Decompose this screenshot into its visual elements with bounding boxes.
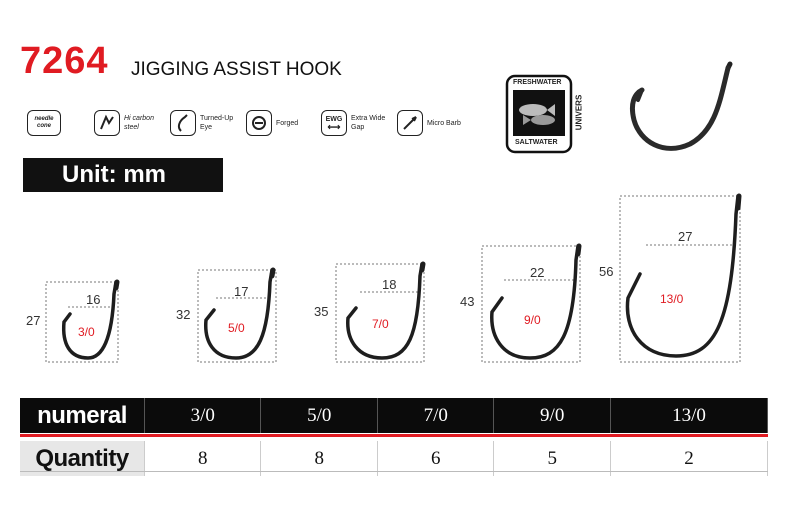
- hook-size-diagrams: [45, 193, 742, 363]
- feature-label: Micro Barb: [427, 119, 461, 127]
- hook-5-0-height: 32: [176, 307, 191, 322]
- badge-side-text: UNIVERS: [574, 94, 584, 131]
- hook-3-0-size: 3/0: [78, 325, 95, 339]
- hook-7-0-gap: 18: [382, 277, 397, 292]
- feature-micro-barb: Micro Barb: [397, 108, 461, 138]
- table-cell-numeral: 5/0: [260, 398, 378, 433]
- badge-top-text: FRESHWATER: [513, 79, 562, 86]
- product-hook-image: [620, 60, 740, 160]
- row-header-quantity: Quantity: [20, 441, 145, 476]
- hook-5-0-size: 5/0: [228, 321, 245, 335]
- unit-bar: [23, 158, 223, 192]
- table-cell-quantity: 5: [493, 441, 611, 476]
- badge-bottom-text: SALTWATER: [515, 139, 558, 146]
- hook-9-0-height: 43: [460, 294, 475, 309]
- needle-cone-badge: needle cone: [34, 116, 54, 129]
- hook-13-0-height: 56: [599, 264, 614, 279]
- feature-needle-cone: needle cone: [27, 108, 61, 138]
- product-model-number: 7264: [20, 40, 109, 82]
- feature-forged: Forged: [246, 108, 298, 138]
- table-row-numeral: numeral 3/0 5/0 7/0 9/0 13/0: [20, 398, 769, 433]
- table-cell-numeral: 7/0: [377, 398, 495, 433]
- extra-wide-gap-icon: EWG ⟷: [321, 110, 347, 136]
- water-type-badge: FRESHWATER SALTWATER UNIVERS: [505, 74, 585, 154]
- table-cell-quantity: 8: [260, 441, 378, 476]
- hook-13-0-gap: 27: [678, 229, 693, 244]
- needle-cone-icon: needle cone: [27, 110, 61, 136]
- table-cell-numeral: 3/0: [144, 398, 262, 433]
- size-quantity-table: numeral 3/0 5/0 7/0 9/0 13/0 Quantity 8 …: [20, 398, 769, 476]
- feature-turned-up-eye: Turned-Up Eye: [170, 108, 242, 138]
- table-cell-quantity: 2: [610, 441, 769, 476]
- product-title: JIGGING ASSIST HOOK: [131, 59, 342, 80]
- hook-9-0-size: 9/0: [524, 313, 541, 327]
- table-cell-numeral: 13/0: [610, 398, 769, 433]
- feature-label: Hi carbon steel: [124, 115, 154, 131]
- hook-9-0-gap: 22: [530, 265, 545, 280]
- hook-7-0-size: 7/0: [372, 317, 389, 331]
- feature-extra-wide-gap: EWG ⟷ Extra Wide Gap: [321, 108, 391, 138]
- table-row-quantity: Quantity 8 8 6 5 2: [20, 441, 769, 476]
- feature-hi-carbon: Hi carbon steel: [94, 108, 170, 138]
- hook-7-0-height: 35: [314, 304, 329, 319]
- hook-3-0-height: 27: [26, 313, 41, 328]
- table-divider-red: [20, 434, 768, 437]
- hook-5-0-gap: 17: [234, 284, 249, 299]
- row-header-numeral: numeral: [20, 398, 145, 433]
- feature-label: Turned-Up Eye: [200, 115, 234, 131]
- hook-3-0-gap: 16: [86, 292, 101, 307]
- hi-carbon-icon: [94, 110, 120, 136]
- table-bottom-line: [20, 471, 768, 472]
- table-cell-quantity: 8: [144, 441, 262, 476]
- table-cell-numeral: 9/0: [493, 398, 611, 433]
- hook-13-0-size: 13/0: [660, 292, 684, 306]
- table-cell-quantity: 6: [377, 441, 495, 476]
- turned-up-eye-icon: [170, 110, 196, 136]
- ewg-badge: EWG: [325, 115, 343, 123]
- unit-label: Unit: mm: [62, 161, 166, 188]
- feature-label: Extra Wide Gap: [351, 115, 386, 131]
- micro-barb-icon: [397, 110, 423, 136]
- forged-icon: [246, 110, 272, 136]
- feature-label: Forged: [276, 119, 299, 127]
